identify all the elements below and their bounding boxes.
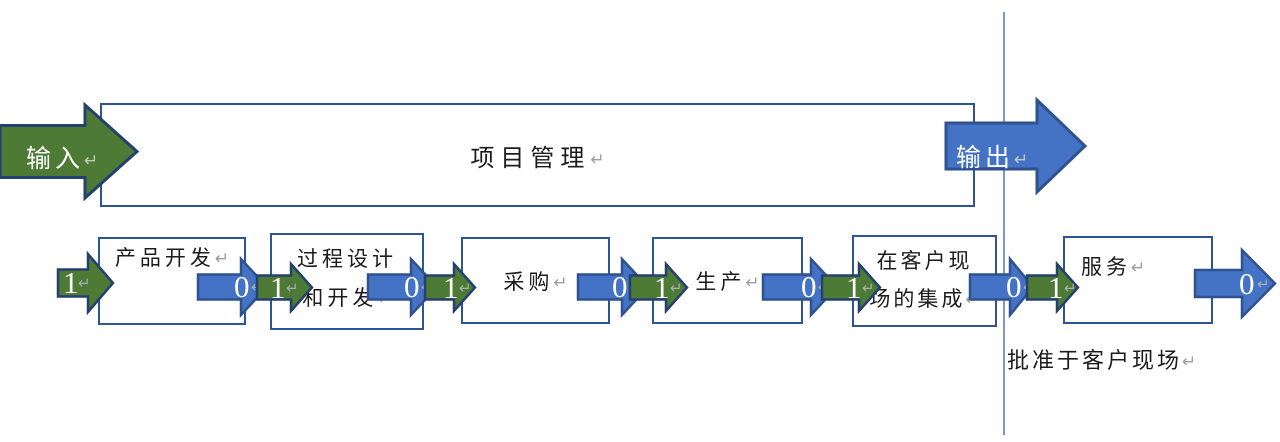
process-box-service: 服务↵ [1063, 236, 1213, 324]
end-arrow: 0 ↵ [1193, 246, 1277, 321]
return-mark-icon: ↵ [459, 278, 472, 297]
return-mark-icon: ↵ [1014, 150, 1029, 170]
gate-value: 0 [801, 268, 817, 304]
input-arrow-shape [0, 101, 140, 202]
box-label-text: 服务 [1081, 256, 1131, 279]
gate-value: 1 [270, 269, 286, 305]
gate-value: 1 [63, 264, 79, 300]
return-mark-icon: ↵ [1131, 258, 1146, 278]
footnote-text: 批准于客户现场 [1007, 348, 1183, 373]
return-mark-icon: ↵ [1257, 274, 1270, 293]
gate-value: 1 [654, 269, 670, 305]
box-label-text: 场的集成 [869, 288, 966, 311]
project-title-text: 项目管理 [470, 144, 591, 172]
gate-arrow-zero: 0 ↵ [968, 255, 1036, 319]
return-mark-icon: ↵ [553, 272, 568, 293]
project-management-box: 项目管理↵ [100, 103, 975, 207]
gate-arrow-one: 1 ↵ [255, 260, 314, 315]
box-label-text: 和开发 [302, 287, 378, 310]
box-label-text: 生产 [695, 270, 746, 294]
return-mark-icon: ↵ [214, 249, 230, 269]
return-mark-icon: ↵ [1182, 352, 1197, 372]
return-mark-icon: ↵ [590, 149, 605, 170]
box-label: 生产↵ [695, 266, 759, 296]
end-arrow-shape [1193, 246, 1277, 321]
gate-value: 1 [443, 269, 459, 305]
project-management-label: 项目管理↵ [470, 138, 604, 173]
output-arrow [944, 96, 1088, 196]
gate-value: 0 [612, 268, 628, 304]
vertical-divider-line [1003, 12, 1005, 435]
return-mark-icon: ↵ [862, 278, 875, 297]
box-label: 在客户现 [877, 243, 973, 281]
gate-value: 0 [404, 268, 420, 304]
gate-value: 0 [234, 268, 250, 304]
gate-value: 0 [1006, 268, 1022, 304]
input-arrow-label: 输入↵ [26, 139, 98, 175]
gate-arrow-one: 1 ↵ [423, 260, 477, 315]
gate-value: 1 [846, 269, 862, 305]
gate-value: 1 [1048, 269, 1064, 305]
footnote-approval-at-customer-site: 批准于客户现场↵ [1007, 343, 1196, 375]
return-mark-icon: ↵ [286, 278, 299, 297]
return-mark-icon: ↵ [745, 272, 760, 293]
box-label: 过程设计 [297, 240, 397, 279]
box-label: 场的集成↵ [869, 281, 979, 319]
gate-arrow-one: 1 ↵ [820, 260, 882, 315]
output-arrow-shape [944, 96, 1088, 196]
return-mark-icon: ↵ [670, 278, 683, 297]
input-label-text: 输入 [26, 145, 85, 173]
input-arrow [0, 101, 140, 202]
return-mark-icon: ↵ [1064, 278, 1077, 297]
gate-arrow-one: 1 ↵ [1025, 260, 1080, 315]
box-label-text: 过程设计 [297, 248, 397, 271]
output-label-text: 输出 [956, 144, 1015, 172]
start-arrow: 1 ↵ [56, 250, 115, 316]
box-label: 服务↵ [1081, 251, 1145, 281]
return-mark-icon: ↵ [78, 274, 91, 292]
box-label: 采购↵ [503, 266, 567, 296]
box-label-text: 在客户现 [876, 250, 973, 273]
box-label-text: 采购 [503, 270, 554, 294]
gate-arrow-one: 1 ↵ [628, 260, 689, 315]
box-label-text: 产品开发 [114, 247, 215, 270]
box-label: 产品开发↵ [115, 242, 229, 272]
gate-value: 0 [1239, 265, 1255, 301]
output-arrow-label: 输出↵ [956, 138, 1028, 174]
start-arrow-shape [56, 250, 115, 316]
return-mark-icon: ↵ [84, 151, 99, 171]
